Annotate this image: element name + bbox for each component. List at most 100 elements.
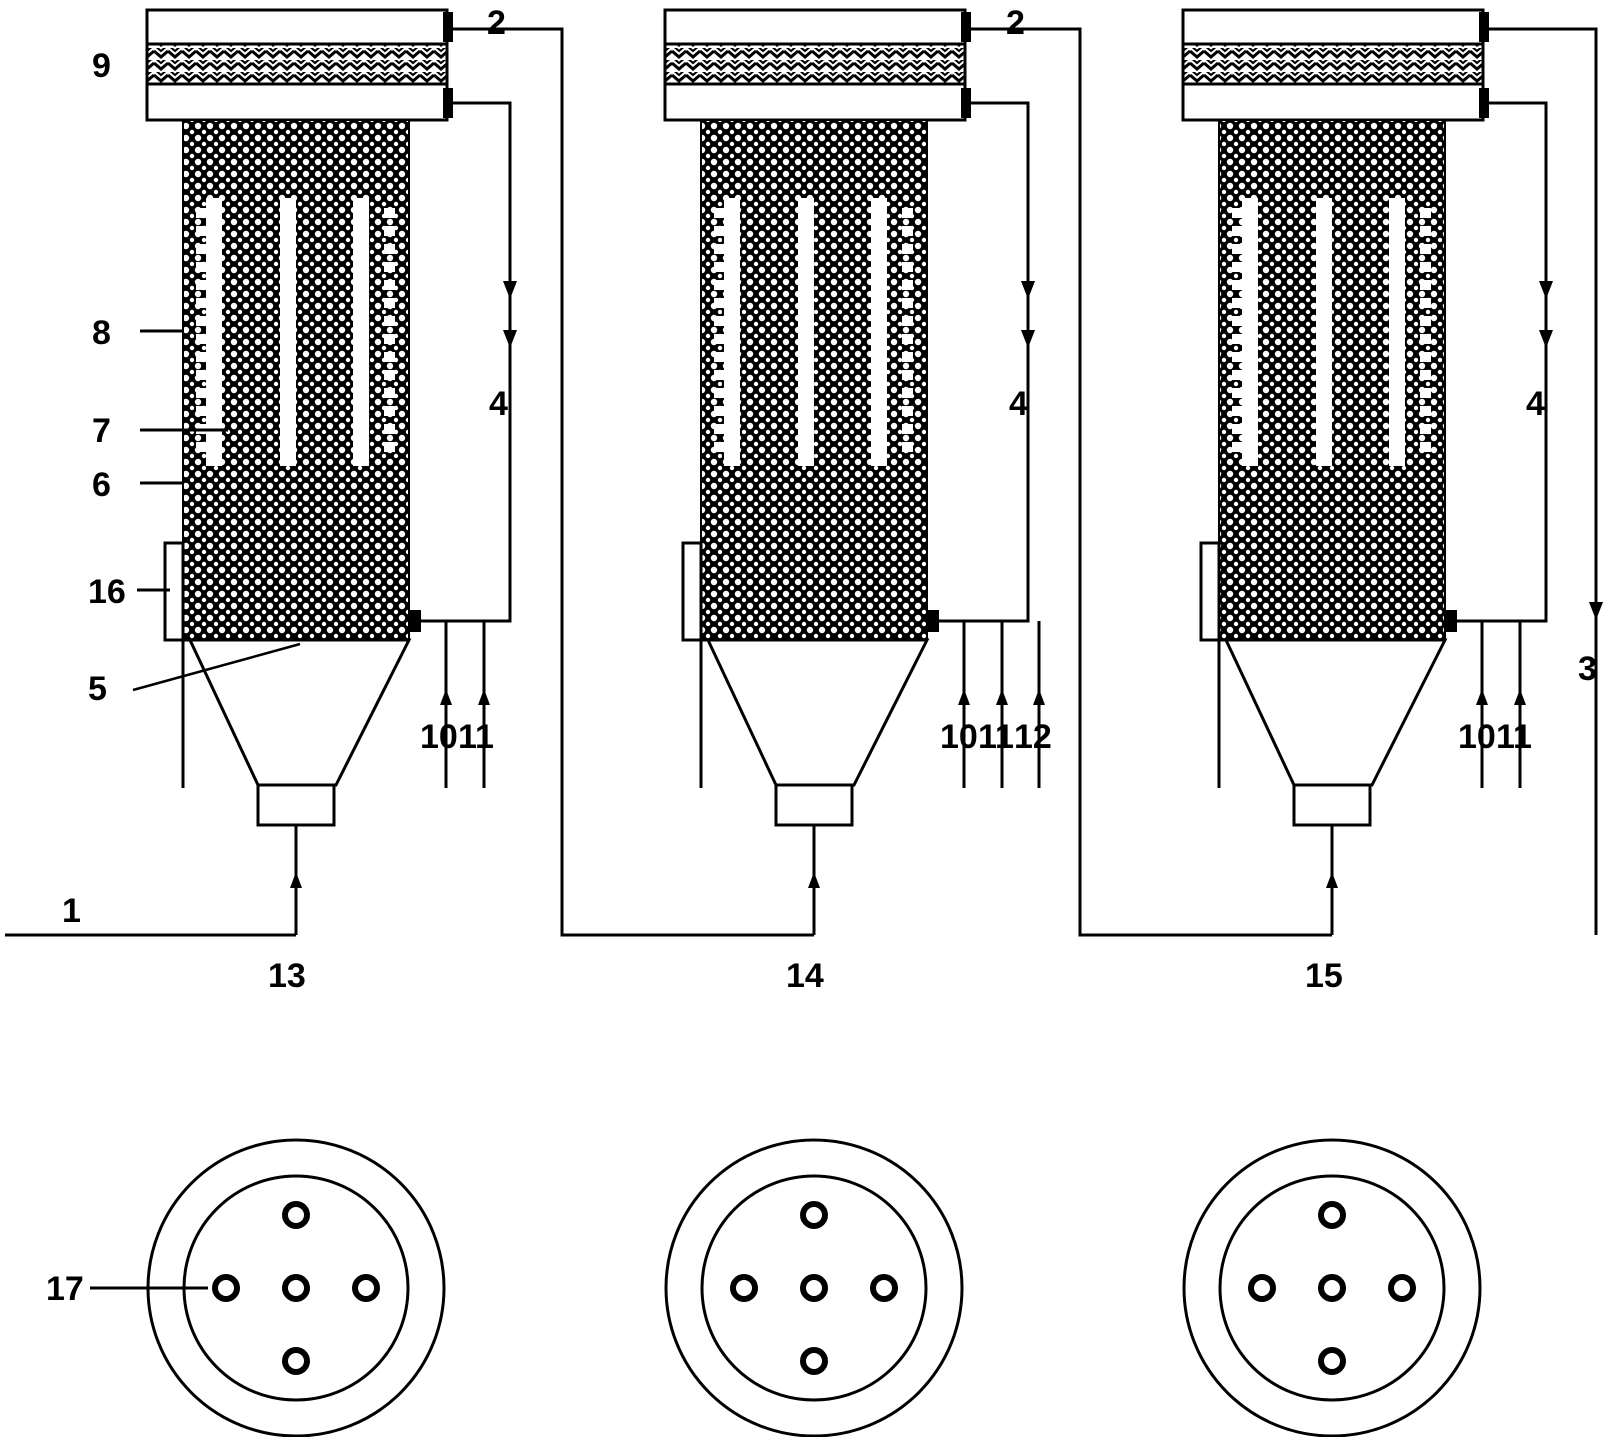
hopper-cone <box>187 638 412 787</box>
feed-arrow <box>1326 872 1338 888</box>
electrode-dot <box>384 280 395 290</box>
electrode-dot <box>384 370 395 380</box>
electrode-dot <box>714 298 725 308</box>
electrode-dot <box>1420 334 1431 344</box>
bottom-nozzle <box>409 610 421 632</box>
electrode-dot <box>384 424 395 434</box>
label-10-unit3: 10 <box>1458 718 1496 756</box>
electrode-dot <box>384 262 395 272</box>
inlet-arrow-1 <box>440 689 452 705</box>
recycle-line <box>1457 101 1548 623</box>
electrode-dot <box>1232 370 1243 380</box>
recycle-arrow-2 <box>1539 330 1553 348</box>
electrode-dot <box>1420 280 1431 290</box>
filter-layer <box>663 42 967 86</box>
electrode-dot <box>714 334 725 344</box>
electrode-dot <box>196 442 207 452</box>
plan-outer-circle <box>664 1138 964 1438</box>
label-10-unit1: 10 <box>420 718 458 756</box>
electrode-dot <box>902 442 913 452</box>
label-11-unit1: 11 <box>458 718 494 756</box>
label-9: 9 <box>92 47 111 85</box>
bottom-nozzle <box>1445 610 1457 632</box>
filter-layer <box>1181 42 1485 86</box>
electrode-dot <box>384 298 395 308</box>
electrode-dot <box>384 226 395 236</box>
reactor-units <box>145 8 1553 1438</box>
label-17: 17 <box>46 1270 84 1308</box>
electrode-dot <box>1232 424 1243 434</box>
electrode-dot <box>1232 298 1243 308</box>
inlet-arrow-2 <box>478 689 490 705</box>
plan-outer-circle <box>1182 1138 1482 1438</box>
electrode-dot <box>902 334 913 344</box>
inlet-arrow-2 <box>996 689 1008 705</box>
reactor-unit-2 <box>663 8 1045 1438</box>
outlet-nozzle <box>1479 12 1489 42</box>
electrode-dot <box>1232 244 1243 254</box>
label-1: 1 <box>62 892 81 930</box>
electrode-dot <box>1420 406 1431 416</box>
hopper-cone <box>705 638 930 787</box>
electrode-dot <box>1420 262 1431 272</box>
label-14: 14 <box>786 957 824 995</box>
electrode-dot <box>1420 424 1431 434</box>
electrode-dot <box>714 208 725 218</box>
electrode-dot <box>384 316 395 326</box>
recycle-arrow-1 <box>503 281 517 299</box>
electrode-dot <box>196 388 207 398</box>
electrode-dot <box>196 370 207 380</box>
electrode-hole-4 <box>1248 1274 1276 1302</box>
electrode-dot <box>902 406 913 416</box>
label-13: 13 <box>268 957 306 995</box>
electrode-dot <box>902 316 913 326</box>
electrode-dot <box>1420 298 1431 308</box>
electrode-dot <box>1232 226 1243 236</box>
electrode-rod-3 <box>1389 198 1405 466</box>
electrode-dot <box>1232 262 1243 272</box>
electrode-dot <box>902 424 913 434</box>
electrode-dot <box>714 442 725 452</box>
electrode-dot <box>1232 442 1243 452</box>
electrode-dot <box>714 352 725 362</box>
electrode-dot <box>196 316 207 326</box>
electrode-rod-1 <box>724 198 740 466</box>
electrode-rod-1 <box>1242 198 1258 466</box>
electrode-hole-4 <box>212 1274 240 1302</box>
electrode-rod-2 <box>1316 198 1332 466</box>
outlet-nozzle <box>961 12 971 42</box>
label-15: 15 <box>1305 957 1343 995</box>
feed-arrow <box>290 872 302 888</box>
label-3: 3 <box>1578 650 1597 688</box>
electrode-dot <box>902 208 913 218</box>
recycle-nozzle <box>443 88 453 118</box>
electrode-dot <box>384 352 395 362</box>
label-10-unit2: 10 <box>940 718 978 756</box>
electrode-dot <box>196 226 207 236</box>
electrode-dot <box>714 370 725 380</box>
electrode-dot <box>1420 370 1431 380</box>
electrode-dot <box>902 244 913 254</box>
electrode-hole-2 <box>800 1201 828 1229</box>
bottom-box <box>1292 783 1372 827</box>
electrode-dot <box>714 262 725 272</box>
electrode-hole-2 <box>282 1201 310 1229</box>
label-4-unit3: 4 <box>1526 385 1545 423</box>
electrode-dot <box>1420 316 1431 326</box>
electrode-hole-3 <box>282 1347 310 1375</box>
discharge-line-3 <box>1489 27 1598 935</box>
recycle-arrow-1 <box>1021 281 1035 299</box>
connecting-pipes <box>5 27 1603 1290</box>
electrode-dot <box>1232 334 1243 344</box>
recycle-arrow-2 <box>1021 330 1035 348</box>
electrode-hole-4 <box>730 1274 758 1302</box>
electrode-rod-3 <box>871 198 887 466</box>
inlet-arrow-2 <box>1514 689 1526 705</box>
connector-13-to-14 <box>453 27 814 937</box>
electrode-dot <box>902 370 913 380</box>
label-11-unit2: 11 <box>978 718 1014 756</box>
recycle-line <box>421 101 512 623</box>
electrode-dot <box>196 298 207 308</box>
